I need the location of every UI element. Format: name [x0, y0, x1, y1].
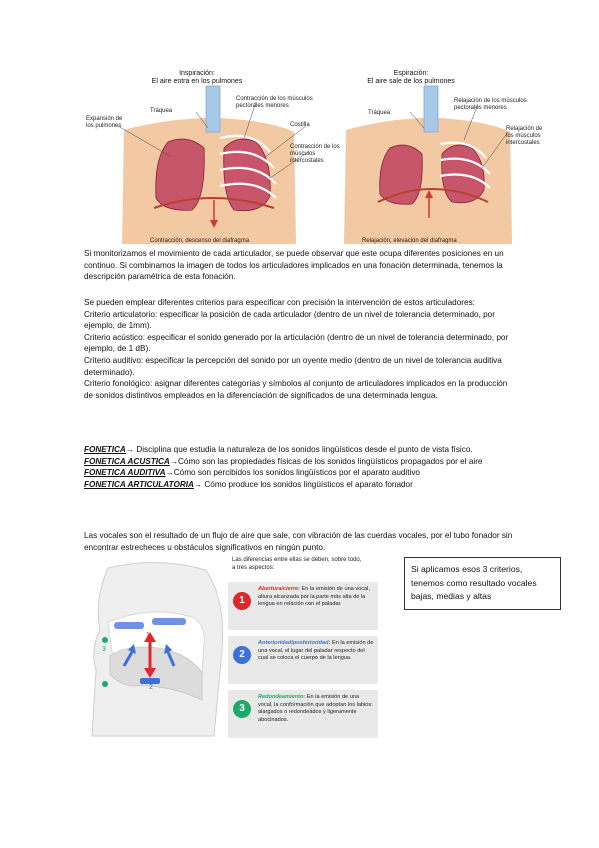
breathing-illustration	[117, 85, 512, 244]
aspect-number: 1	[233, 592, 251, 610]
criterion-phonological: Criterio fonológico: asignar diferentes …	[84, 379, 508, 400]
definition-acustica: FONETICA ACUSTICA→Cómo son las propiedad…	[84, 456, 514, 468]
inspiration-intercostal-label: Contracción de los músculos intercostale…	[290, 144, 340, 164]
figure-label-3: 3	[102, 646, 106, 653]
criteria-block: Se pueden emplear diferentes criterios p…	[84, 297, 514, 401]
definition-text: Disciplina que estudia la naturaleza de …	[136, 445, 473, 454]
definition-articulatoria: FONETICA ARTICULATORIA→ Cómo produce los…	[84, 479, 514, 491]
inspiration-muscles-label: Contracción de los músculos pectorales m…	[236, 96, 313, 109]
definition-term: FONETICA AUDITIVA	[84, 468, 166, 478]
note-text: Si aplicamos esos 3 criterios, tenemos c…	[411, 564, 537, 601]
figure-heading: Las diferencias entre ellas se deben, so…	[232, 557, 362, 571]
definition-term: FONETICA	[84, 445, 126, 454]
intro-paragraph: Si monitorizamos el movimiento de cada a…	[84, 248, 514, 283]
criteria-intro: Se pueden emplear diferentes criterios p…	[84, 298, 475, 307]
aspect-title: Anterioridad/posterioridad:	[258, 640, 331, 646]
arrow-glyph: →	[125, 445, 135, 454]
aspect-card-3: 3 Redondeamiento: En la emisión de una v…	[228, 690, 378, 738]
definition-text: Cómo son percibidos los sonidos lingüíst…	[173, 468, 420, 478]
aspect-description: En la emisión de una vocal, altura alcan…	[258, 586, 370, 608]
definition-text: Cómo son las propiedades físicas de los …	[178, 456, 483, 466]
aspect-text: Abertura/cierre: En la emisión de una vo…	[258, 586, 374, 609]
aspect-title: Abertura/cierre:	[258, 586, 300, 592]
inspiration-ribs-label: Costilla	[290, 122, 310, 128]
definition-term: FONETICA ARTICULATORIA	[84, 479, 194, 489]
vocal-tract-figure	[88, 560, 228, 740]
inspiration-diaphragm-label: Contracción, descenso del diafragma	[150, 238, 250, 244]
note-box: Si aplicamos esos 3 criterios, tenemos c…	[404, 557, 561, 610]
definition-fonetica: FONETICA→ Disciplina que estudia la natu…	[84, 444, 514, 456]
criterion-auditory: Criterio auditivo: especificar la percep…	[84, 355, 502, 377]
breathing-figure	[84, 68, 516, 248]
aspect-text: Anterioridad/posterioridad: En la emisió…	[258, 640, 374, 663]
expiration-trachea-label: Tráquea	[368, 110, 391, 116]
expiration-title: Espiración:	[393, 70, 429, 77]
aspect-description: En la emisión de una vocal, la conformac…	[258, 694, 373, 723]
aspect-title: Redondeamiento:	[258, 694, 306, 700]
intro-text: Si monitorizamos el movimiento de cada a…	[84, 249, 504, 282]
criterion-acoustic: Criterio acústico: especificar el sonido…	[84, 332, 509, 354]
figure-label-2: 2	[149, 684, 153, 691]
aspect-number: 3	[233, 700, 251, 718]
definition-auditiva: FONETICA AUDITIVA→Cómo son percibidos lo…	[84, 467, 514, 479]
expiration-subtitle: El aire sale de los pulmones	[367, 78, 455, 85]
expiration-intercostal-label: Relajación de los músculos intercostales	[506, 126, 543, 146]
expiration-muscles-label: Relajación de los músculos pectorales me…	[454, 98, 527, 111]
aspect-card-2: 2 Anterioridad/posterioridad: En la emis…	[228, 636, 378, 684]
arrow-glyph: →	[165, 468, 174, 478]
criterion-articulatory: Criterio articulatorio: especificar la p…	[84, 309, 495, 331]
definition-term: FONETICA ACUSTICA	[84, 456, 170, 466]
vocal-tract-illustration	[91, 561, 224, 737]
arrow-glyph: →	[193, 479, 203, 489]
arrow-glyph: →	[169, 456, 178, 466]
expiration-diaphragm-label: Relajación, elevación del diafragma	[362, 238, 457, 244]
vowels-text: Las vocales son el resultado de un flujo…	[84, 531, 513, 552]
aspect-description: En la emisión de una vocal, el lugar del…	[258, 640, 374, 662]
aspect-card-1: 1 Abertura/cierre: En la emisión de una …	[228, 582, 378, 630]
vowels-paragraph: Las vocales son el resultado de un flujo…	[84, 530, 514, 553]
inspiration-lungs-label: Expansión de los pulmones	[86, 116, 123, 129]
aspect-text: Redondeamiento: En la emisión de una voc…	[258, 694, 374, 724]
figure-label-1: 1	[146, 632, 150, 639]
inspiration-trachea-label: Tráquea	[150, 108, 173, 114]
definitions-block: FONETICA→ Disciplina que estudia la natu…	[84, 444, 514, 490]
inspiration-subtitle: El aire entra en los pulmones	[151, 78, 243, 85]
definition-text: Cómo produce los sonidos lingüísticos el…	[204, 479, 413, 489]
inspiration-title: Inspiración:	[179, 70, 215, 77]
aspect-number: 2	[233, 646, 251, 664]
